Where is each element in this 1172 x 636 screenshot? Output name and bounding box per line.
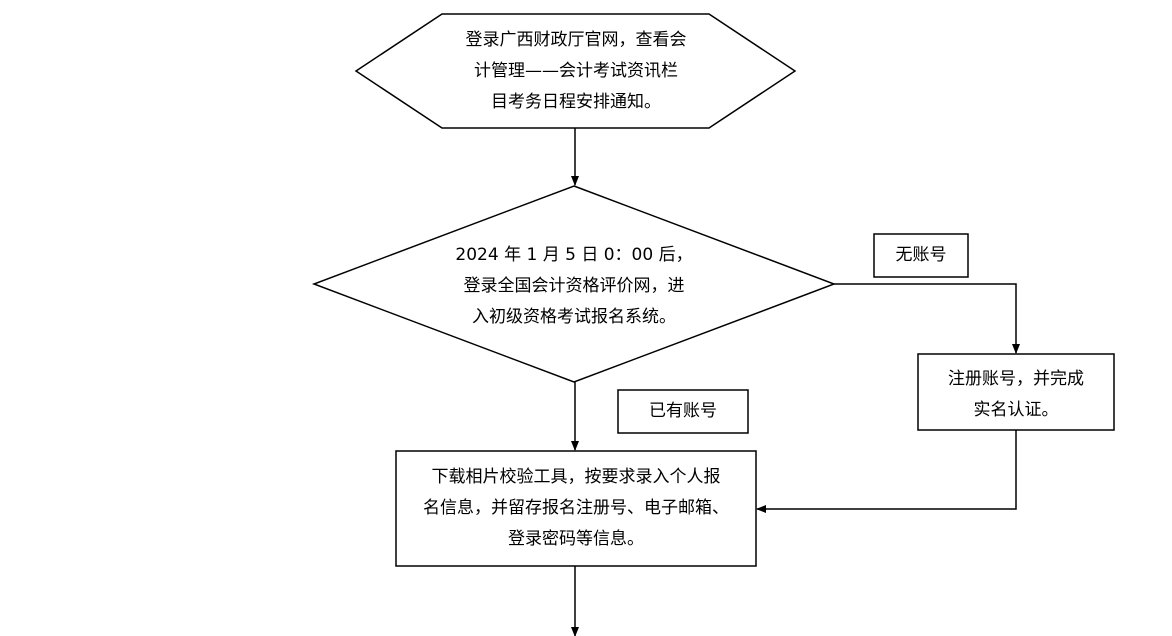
register-node-text: 注册账号，并完成 实名认证。 xyxy=(918,364,1114,426)
start-line-3: 目考务日程安排通知。 xyxy=(491,92,661,112)
register-line-1: 注册账号，并完成 xyxy=(948,369,1084,389)
decision-node-text: 2024 年 1 月 5 日 0：00 后， 登录全国会计资格评价网，进 入初级… xyxy=(414,240,734,333)
decision-diamond xyxy=(311,185,837,383)
decision-line-2: 登录全国会计资格评价网，进 xyxy=(463,276,685,296)
download-node-text: 下载相片校验工具，按要求录入个人报 名信息，并留存报名注册号、电子邮箱、 登录密… xyxy=(396,462,756,555)
download-line-1: 下载相片校验工具，按要求录入个人报 xyxy=(431,467,721,487)
register-box xyxy=(917,353,1115,431)
has-account-label-box xyxy=(617,389,749,434)
start-hexagon xyxy=(354,13,797,129)
download-box xyxy=(395,450,757,567)
has-account-label: 已有账号 xyxy=(649,401,717,421)
register-line-2: 实名认证。 xyxy=(973,400,1059,420)
start-line-1: 登录广西财政厅官网，查看会 xyxy=(465,30,687,50)
start-node-text: 登录广西财政厅官网，查看会 计管理——会计考试资讯栏 目考务日程安排通知。 xyxy=(416,25,736,118)
decision-line-3: 入初级资格考试报名系统。 xyxy=(472,307,676,327)
download-line-2: 名信息，并留存报名注册号、电子邮箱、 xyxy=(423,498,729,518)
no-account-label-box xyxy=(873,233,969,278)
start-line-2: 计管理——会计考试资讯栏 xyxy=(474,61,678,81)
no-account-label: 无账号 xyxy=(895,245,947,265)
download-line-3: 登录密码等信息。 xyxy=(508,529,644,549)
arrow-decision-to-register xyxy=(834,283,1020,354)
decision-line-1: 2024 年 1 月 5 日 0：00 后， xyxy=(455,245,693,265)
arrow-register-to-download xyxy=(756,430,1017,513)
